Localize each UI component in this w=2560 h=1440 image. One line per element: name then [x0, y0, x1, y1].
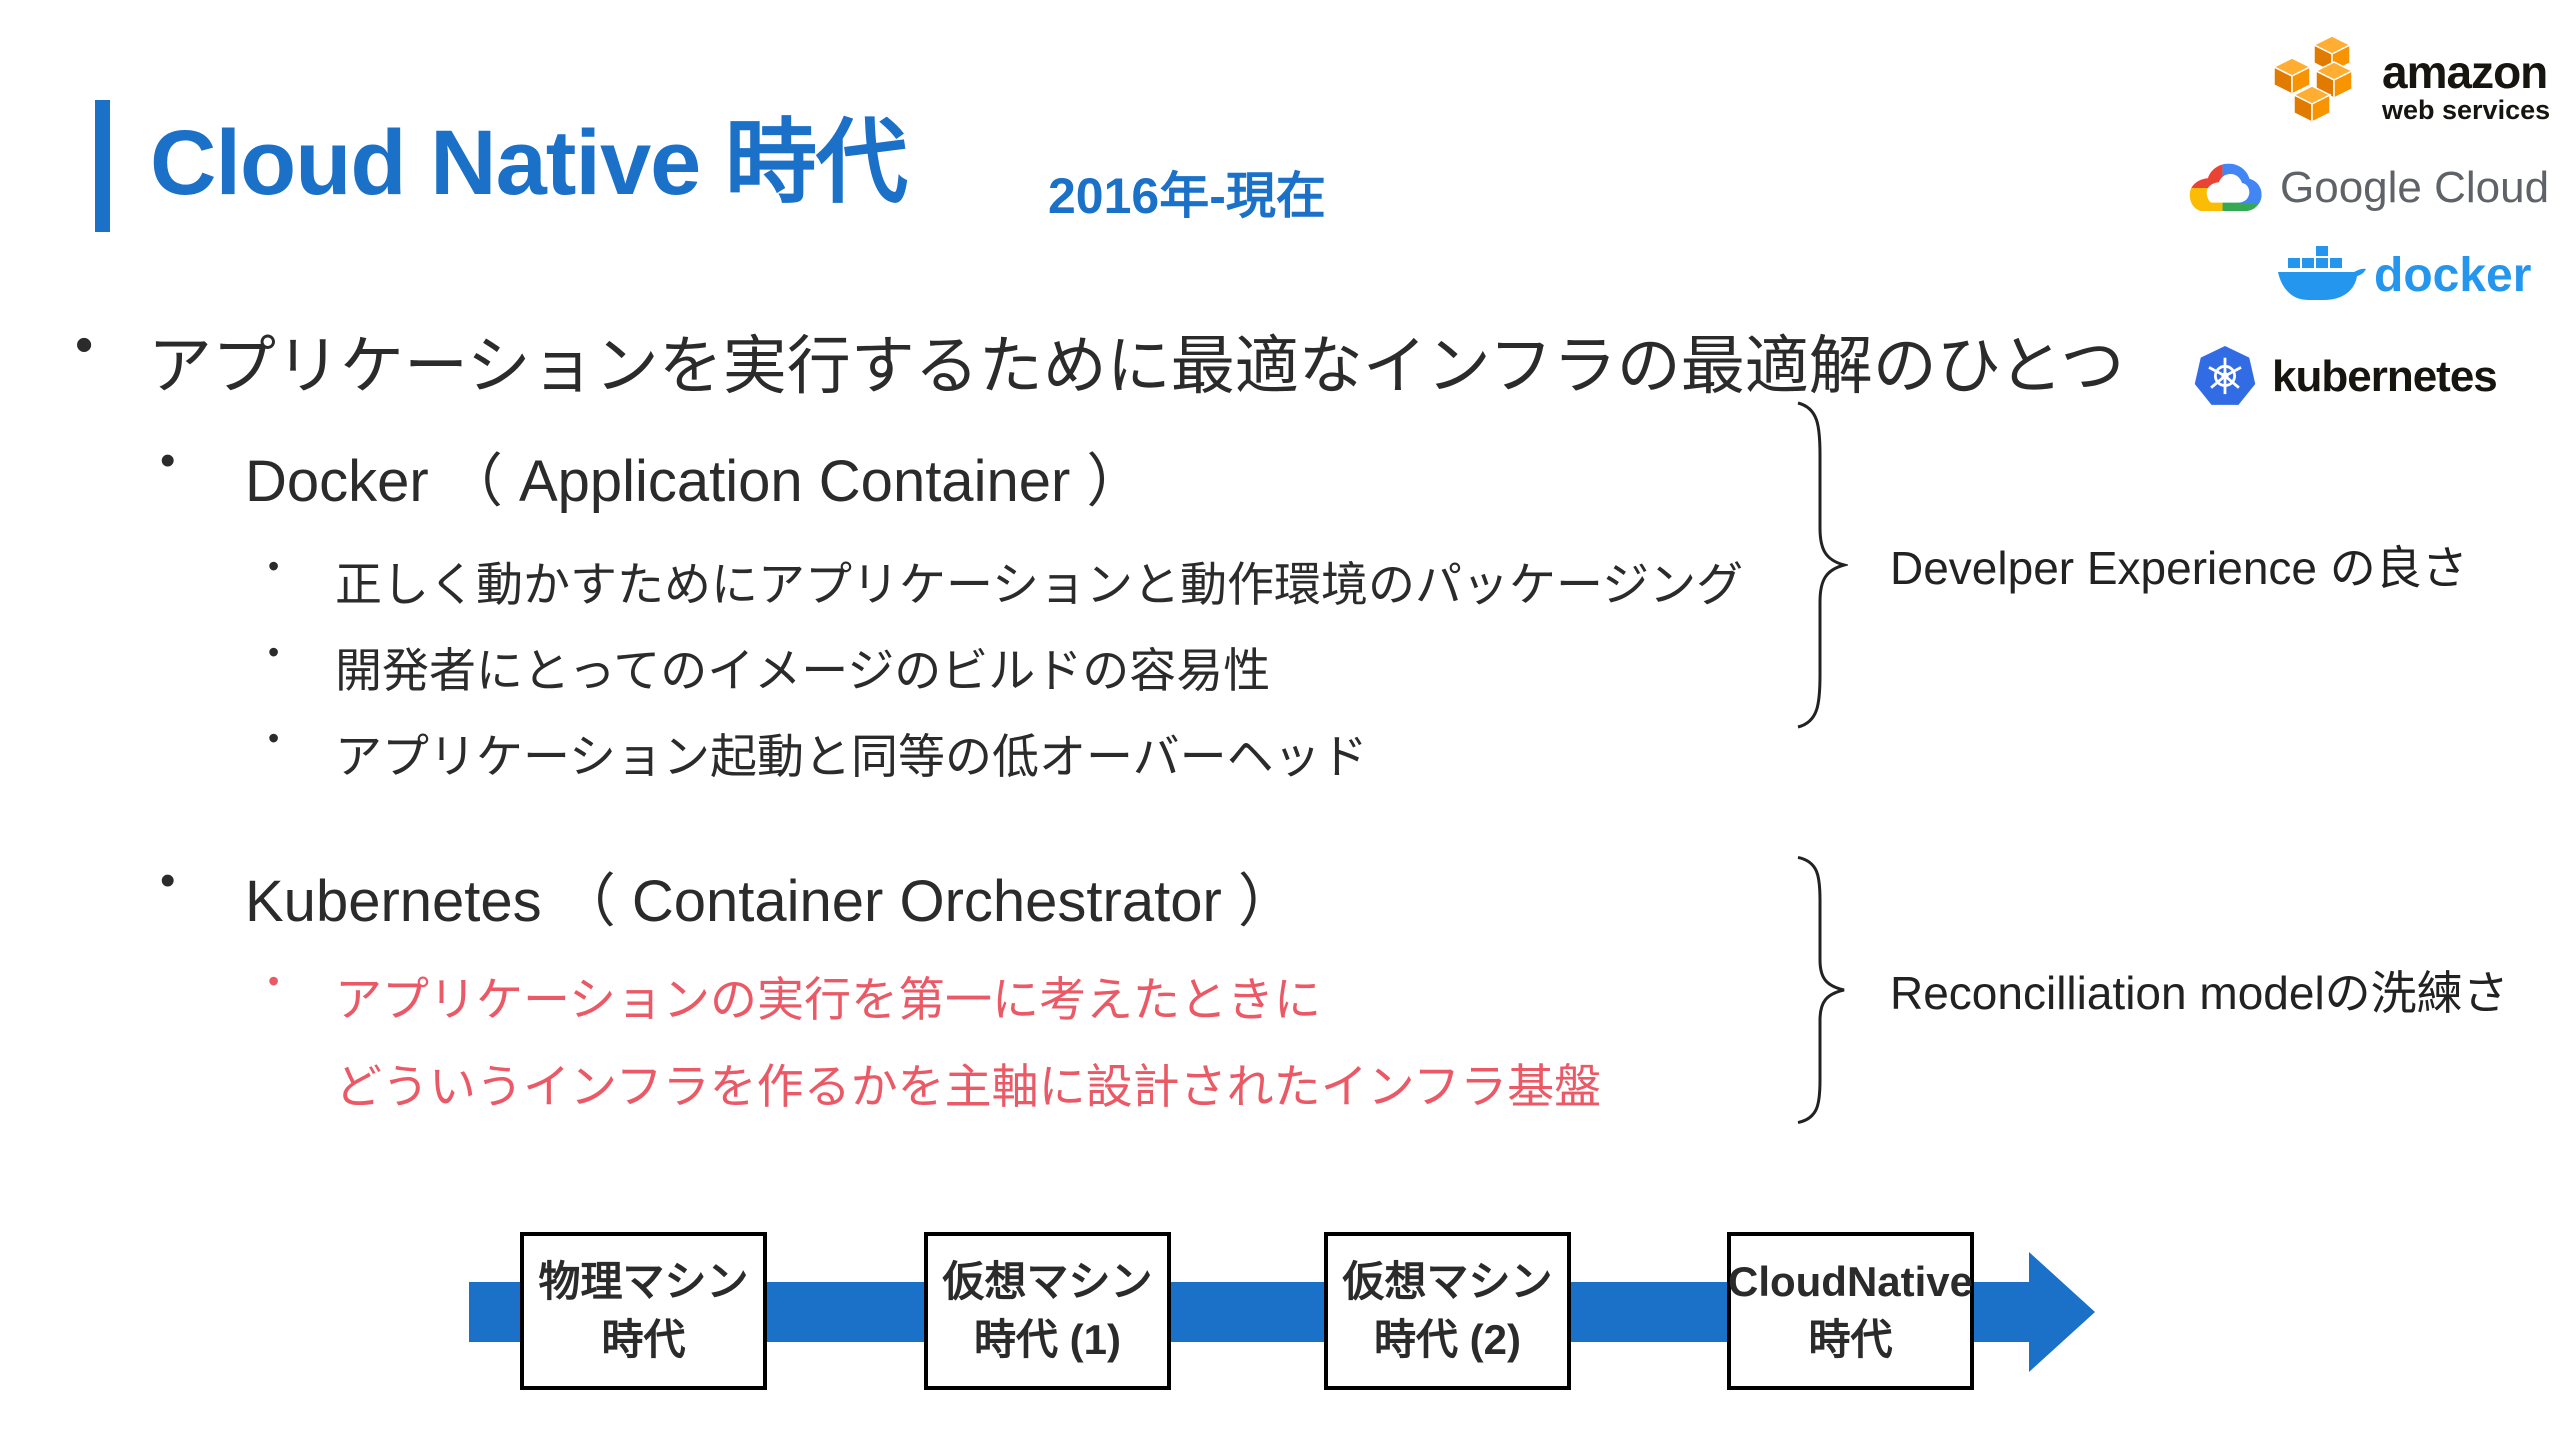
kubernetes-item-line2-text: どういうインフラを作るかを主軸に設計されたインフラ基盤 [335, 1060, 1602, 1113]
kubernetes-heading: • Kubernetes （ Container Orchestrator ） [160, 854, 1296, 938]
era-box-line1: 仮想マシン [942, 1258, 1153, 1306]
curly-brace [1788, 400, 1848, 730]
bullet-dot: • [268, 634, 280, 670]
docker-item-low-overhead: • アプリケーション起動と同等の低オーバーヘッド [268, 718, 1368, 787]
era-box-line2: 時代 [1808, 1316, 1893, 1363]
docker-item-packaging: • 正しく動かすためにアプリケーションと動作環境のパッケージング [268, 546, 1744, 615]
kubernetes-item-line2: どういうインフラを作るかを主軸に設計されたインフラ基盤 [335, 1048, 1601, 1117]
era-box-line1: CloudNative [1727, 1258, 1974, 1306]
title-accent-bar [95, 100, 110, 232]
docker-wordmark: docker [2374, 248, 2532, 302]
bullet-dot: • [160, 436, 176, 485]
bullet-dot: • [160, 856, 176, 905]
kubernetes-item-line1-text: アプリケーションの実行を第一に考えたときに [335, 973, 1322, 1026]
era-box-physical-machine: 物理マシン 時代 [520, 1232, 767, 1390]
google-cloud-wordmark: Google Cloud [2280, 163, 2550, 212]
bullet-dot: • [268, 720, 280, 756]
era-box-line2: 時代 [601, 1316, 686, 1363]
docker-logo: docker [2276, 242, 2531, 308]
era-box-line2: 時代 (1) [973, 1316, 1121, 1363]
docker-heading: • Docker （ Application Container ） [160, 434, 1145, 518]
kubernetes-heading-text: Kubernetes （ Container Orchestrator ） [245, 869, 1296, 934]
kubernetes-wordmark: kubernetes [2272, 352, 2498, 401]
era-box-line2: 時代 (2) [1373, 1316, 1521, 1363]
bullet-dot: • [75, 316, 94, 374]
annotation-developer-experience: Develper Experience の良さ [1788, 400, 2468, 730]
google-cloud-logo: Google Cloud [2186, 160, 2549, 216]
annotation-developer-experience-label: Develper Experience の良さ [1890, 542, 2468, 594]
docker-item-build-ease-text: 開発者にとってのイメージのビルドの容易性 [335, 644, 1271, 697]
docker-heading-text: Docker （ Application Container ） [245, 449, 1145, 514]
page-subtitle: 2016年-現在 [1048, 168, 1326, 224]
page-title: Cloud Native 時代 [150, 112, 908, 214]
kubernetes-helm-icon [2194, 346, 2256, 405]
docker-item-build-ease: • 開発者にとってのイメージのビルドの容易性 [268, 632, 1271, 701]
bullet-optimal-infra-text: アプリケーションを実行するために最適なインフラの最適解のひとつ [148, 330, 2125, 402]
era-box-line1: 物理マシン [538, 1258, 749, 1306]
annotation-reconciliation-model: Reconcilliation modelの洗練さ [1788, 855, 2509, 1125]
aws-logo: amazon web services [2270, 36, 2550, 136]
timeline-arrowhead-icon [2029, 1252, 2095, 1372]
docker-item-low-overhead-text: アプリケーション起動と同等の低オーバーヘッド [335, 730, 1368, 783]
aws-wordmark-sub: web services [2382, 94, 2551, 125]
docker-whale-icon [2278, 246, 2366, 300]
google-cloud-icon [2189, 163, 2262, 212]
aws-wordmark: amazon [2382, 45, 2548, 98]
kubernetes-logo: kubernetes [2194, 346, 2498, 408]
era-box-cloudnative: CloudNative 時代 [1727, 1232, 1974, 1390]
docker-item-packaging-text: 正しく動かすためにアプリケーションと動作環境のパッケージング [335, 558, 1744, 611]
era-box-virtual-machine-2: 仮想マシン 時代 (2) [1324, 1232, 1571, 1390]
era-box-line1: 仮想マシン [1342, 1258, 1553, 1306]
bullet-dot: • [268, 963, 280, 999]
era-box-virtual-machine-1: 仮想マシン 時代 (1) [924, 1232, 1171, 1390]
kubernetes-item-line1: • アプリケーションの実行を第一に考えたときに [268, 961, 1322, 1030]
annotation-reconciliation-model-label: Reconcilliation modelの洗練さ [1890, 967, 2509, 1019]
curly-brace [1788, 855, 1848, 1125]
aws-cubes-icon [2272, 36, 2354, 124]
bullet-optimal-infra: • アプリケーションを実行するために最適なインフラの最適解のひとつ [75, 315, 2125, 407]
bullet-dot: • [268, 548, 280, 584]
